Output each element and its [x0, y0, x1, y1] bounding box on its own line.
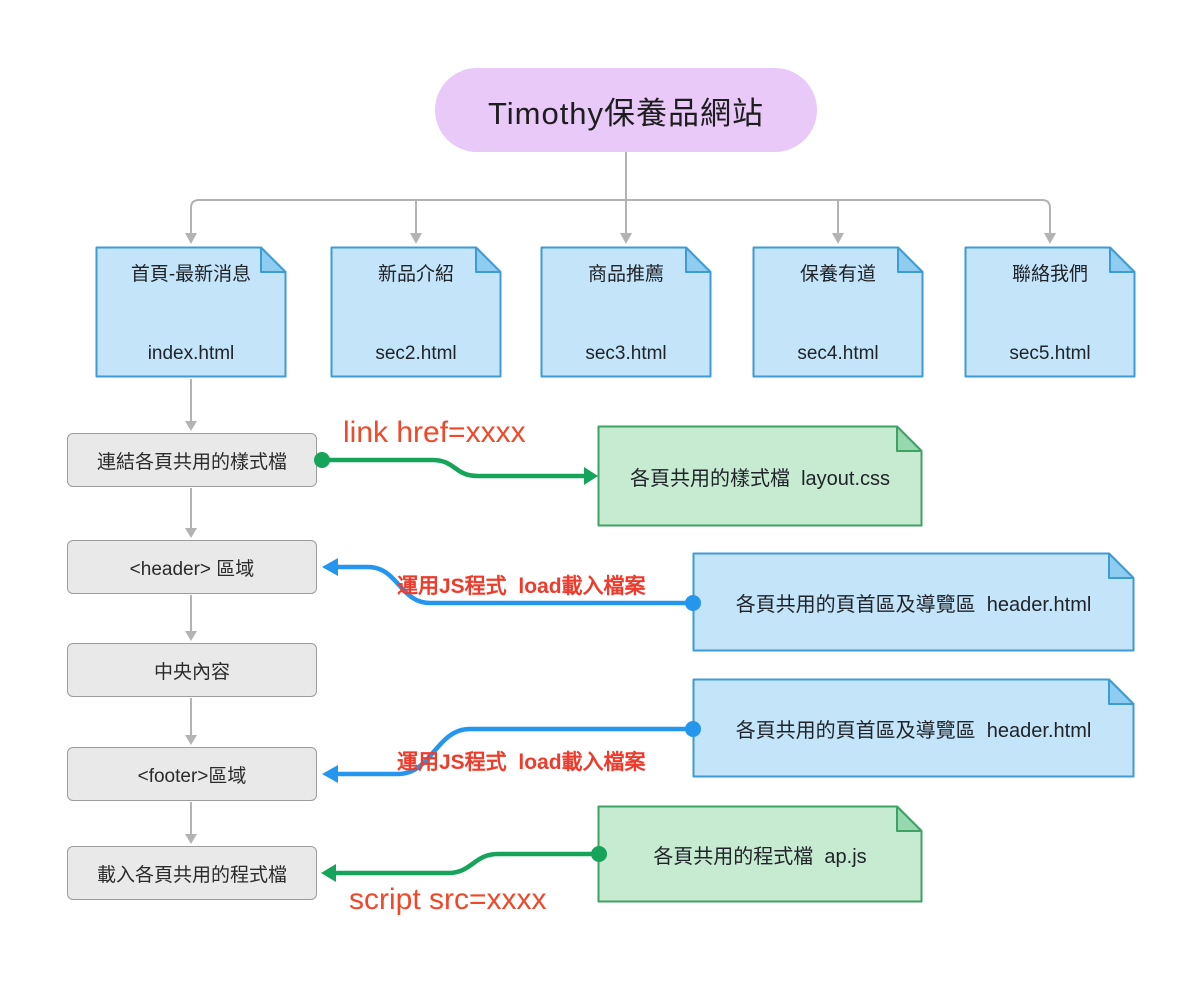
page-title: 商品推薦 — [587, 264, 664, 285]
resource-label: 各頁共用的程式檔 ap.js — [653, 845, 867, 868]
folded-corner-icon — [1108, 552, 1135, 579]
page-title: 聯絡我們 — [1011, 264, 1088, 285]
page-node-sec5: 聯絡我們 sec5.html — [964, 246, 1136, 378]
folded-corner-icon — [897, 246, 924, 273]
document-shape — [692, 552, 1135, 652]
page-node-sec4: 保養有道 sec4.html — [752, 246, 924, 378]
arrowhead-icon — [185, 834, 197, 844]
root-node: Timothy保養品網站 — [435, 68, 817, 152]
page-file: sec2.html — [375, 343, 457, 364]
step-node-header: <header> 區域 — [67, 540, 317, 594]
annotation-script-src: script src=xxxx — [349, 883, 547, 916]
document-shape — [597, 425, 923, 527]
resource-label: 各頁共用的頁首區及導覽區 header.html — [735, 719, 1092, 742]
step-label: <footer>區域 — [137, 765, 247, 787]
resource-node-header-html-2: 各頁共用的頁首區及導覽區 header.html — [692, 678, 1135, 778]
script-src-arrow — [321, 846, 607, 882]
step-node-link-css: 連結各頁共用的樣式檔 — [67, 433, 317, 487]
resource-node-layout-css: 各頁共用的樣式檔 layout.css — [597, 425, 923, 527]
resource-node-ap-js: 各頁共用的程式檔 ap.js — [597, 805, 923, 903]
annotation-link-href: link href=xxxx — [343, 416, 526, 449]
arrowhead-icon — [322, 558, 338, 576]
document-shape — [540, 246, 712, 378]
step-label: 中央內容 — [153, 661, 230, 683]
document-shape — [330, 246, 502, 378]
document-shape — [95, 246, 287, 378]
folded-corner-icon — [260, 246, 287, 273]
step-node-center-content: 中央內容 — [67, 643, 317, 697]
page-node-sec2: 新品介紹 sec2.html — [330, 246, 502, 378]
arrowhead-icon — [185, 421, 197, 431]
folded-corner-icon — [896, 425, 923, 452]
arrowhead-icon — [584, 467, 598, 485]
folded-corner-icon — [475, 246, 502, 273]
page-title: 保養有道 — [799, 264, 876, 285]
page-node-sec3: 商品推薦 sec3.html — [540, 246, 712, 378]
arrowhead-icon — [185, 735, 197, 745]
page-file: sec5.html — [1009, 343, 1091, 364]
document-shape — [964, 246, 1136, 378]
arrowhead-icon — [185, 528, 197, 538]
annotation-js-load-header: 運用JS程式 load載入檔案 — [397, 575, 646, 598]
page-file: index.html — [147, 343, 235, 364]
resource-label: 各頁共用的樣式檔 layout.css — [629, 467, 891, 490]
arrowhead-icon — [185, 631, 197, 641]
annotation-js-load-footer: 運用JS程式 load載入檔案 — [397, 751, 646, 774]
document-shape — [597, 805, 923, 903]
page-title: 新品介紹 — [377, 264, 454, 285]
folded-corner-icon — [1109, 246, 1136, 273]
arrowhead-icon — [321, 864, 336, 882]
step-node-load-script: 載入各頁共用的程式檔 — [67, 846, 317, 900]
step-label: <header> 區域 — [129, 558, 255, 580]
page-file: sec3.html — [585, 343, 667, 364]
page-node-index: 首頁-最新消息 index.html — [95, 246, 287, 378]
step-label: 載入各頁共用的程式檔 — [96, 864, 287, 886]
folded-corner-icon — [1108, 678, 1135, 705]
page-title: 首頁-最新消息 — [130, 264, 252, 285]
step-label: 連結各頁共用的樣式檔 — [96, 451, 287, 473]
folded-corner-icon — [685, 246, 712, 273]
arrowhead-icon — [322, 765, 338, 783]
root-node-label: Timothy保養品網站 — [487, 95, 765, 131]
link-css-arrow — [314, 452, 598, 485]
step-node-footer: <footer>區域 — [67, 747, 317, 801]
resource-label: 各頁共用的頁首區及導覽區 header.html — [735, 593, 1092, 616]
document-shape — [752, 246, 924, 378]
page-file: sec4.html — [797, 343, 879, 364]
resource-node-header-html: 各頁共用的頁首區及導覽區 header.html — [692, 552, 1135, 652]
folded-corner-icon — [896, 805, 923, 832]
